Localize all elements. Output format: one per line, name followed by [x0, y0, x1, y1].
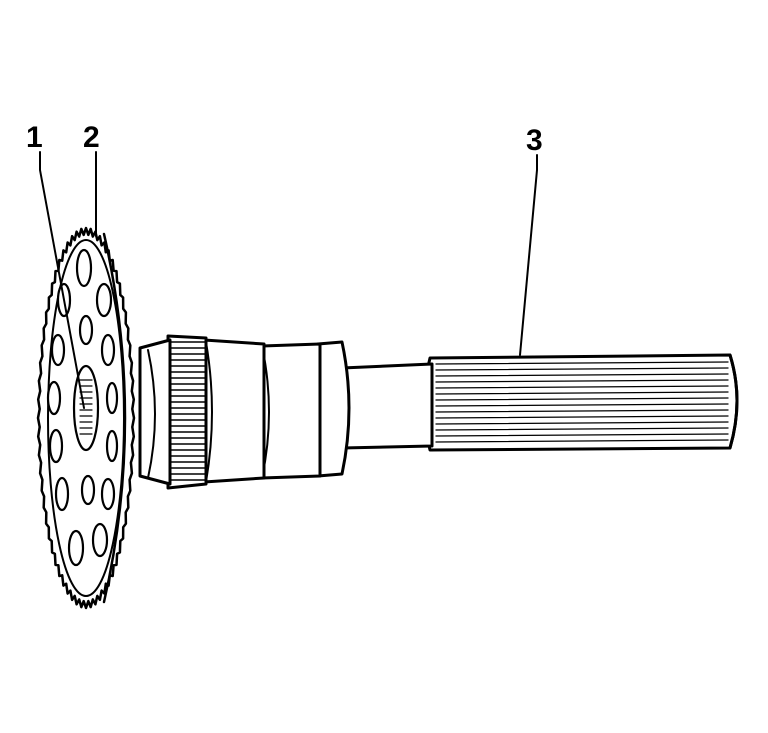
spline-groove [435, 415, 729, 419]
hub-collar [316, 340, 351, 478]
gear-hole [95, 282, 113, 318]
spline-groove [435, 421, 729, 425]
callout-2: 2 [83, 121, 100, 154]
spline-groove [435, 373, 729, 377]
spline-groove [435, 397, 729, 401]
leader-line-3 [519, 154, 538, 356]
spline-groove [435, 409, 729, 413]
hub-inner-ring-edge [147, 349, 156, 479]
gear-hole [105, 381, 119, 415]
hub-main [202, 338, 266, 484]
splined-shaft [422, 353, 739, 452]
shaft-spline-end [728, 353, 739, 450]
shaft-neck [340, 362, 434, 450]
gear-lightening-holes [46, 248, 119, 567]
hub-main-edge [205, 341, 213, 483]
inner-bore-splines [79, 379, 93, 435]
spline-groove [435, 439, 729, 443]
spline-groove [435, 367, 729, 371]
spline-groove [435, 403, 729, 407]
gear-hole [67, 529, 85, 567]
hub-tooth-ring [166, 334, 208, 490]
spline-groove [435, 433, 729, 437]
leader-line-1 [39, 151, 85, 409]
gear-hole [100, 333, 116, 367]
callout-1: 1 [26, 121, 43, 154]
spline-grooves [435, 361, 729, 443]
gear-disc [36, 226, 136, 610]
gear-hole [100, 477, 116, 511]
spline-groove [435, 361, 729, 365]
gear-hole [80, 474, 96, 506]
gear-hole [54, 476, 70, 512]
spline-groove [435, 427, 729, 431]
hub-ring-teeth [167, 341, 207, 481]
hub-step [260, 342, 322, 480]
gear-rim-edge [102, 232, 127, 604]
spline-groove [435, 391, 729, 395]
gear-hole [78, 314, 94, 346]
spline-groove [435, 379, 729, 383]
gear-hole [46, 380, 62, 416]
spline-groove [435, 385, 729, 389]
gear-hole [75, 248, 93, 288]
gear-hole [50, 333, 66, 367]
gear-hole [91, 522, 109, 558]
gear-hole [105, 429, 119, 463]
callout-3: 3 [526, 124, 543, 157]
gear-hole [48, 428, 64, 464]
